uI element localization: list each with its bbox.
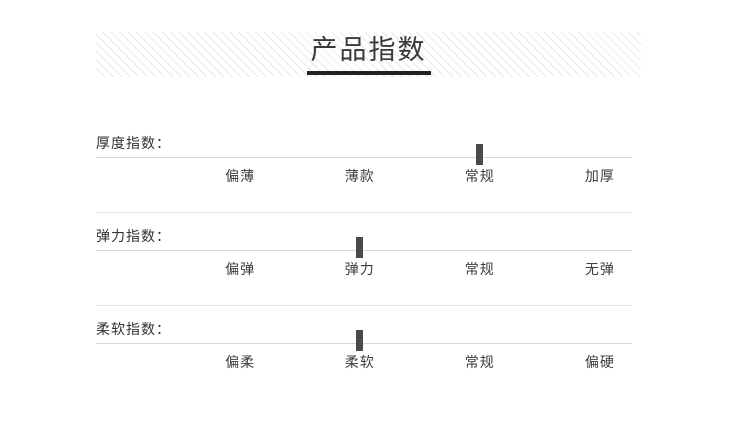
- scale-tick-label: 加厚: [584, 168, 615, 184]
- scale-ticks: 偏柔 柔软 常规 偏硬: [96, 351, 632, 375]
- title-banner: 产品指数: [96, 32, 641, 77]
- scale-tick-label: 常规: [464, 354, 495, 370]
- scale-track: [96, 343, 632, 344]
- scale-tick-label: 弹力: [344, 261, 375, 277]
- scale-tick-label: 偏柔: [225, 354, 256, 370]
- index-row-label: 厚度指数：: [96, 135, 171, 151]
- scale-marker[interactable]: [476, 144, 484, 165]
- scale-tick-label: 偏硬: [584, 354, 615, 370]
- scale-ticks: 偏弹 弹力 常规 无弹: [96, 258, 632, 282]
- index-row: 厚度指数： 偏薄 薄款 常规 加厚: [96, 120, 632, 212]
- scale-marker[interactable]: [356, 237, 364, 258]
- scale-tick-label: 无弹: [584, 261, 615, 277]
- scale-track: [96, 157, 632, 158]
- scale-tick-label: 常规: [464, 168, 495, 184]
- index-row: 弹力指数： 偏弹 弹力 常规 无弹: [96, 212, 632, 305]
- index-row-label: 弹力指数：: [96, 228, 171, 244]
- scale-tick-label: 常规: [464, 261, 495, 277]
- index-scale[interactable]: 偏薄 薄款 常规 加厚: [96, 144, 632, 199]
- scale-ticks: 偏薄 薄款 常规 加厚: [96, 165, 632, 189]
- index-row: 柔软指数： 偏柔 柔软 常规 偏硬: [96, 305, 632, 398]
- scale-tick-label: 柔软: [344, 354, 375, 370]
- scale-track: [96, 250, 632, 251]
- scale-tick-label: 偏弹: [225, 261, 256, 277]
- scale-tick-label: 偏薄: [225, 168, 256, 184]
- title-underline: [306, 71, 431, 75]
- title-wrap: 产品指数: [96, 32, 641, 77]
- page-title: 产品指数: [310, 35, 427, 65]
- product-index-list: 厚度指数： 偏薄 薄款 常规 加厚 弹力指数： 偏弹 弹力 常规 无弹: [96, 120, 632, 398]
- index-scale[interactable]: 偏弹 弹力 常规 无弹: [96, 237, 632, 292]
- index-row-label: 柔软指数：: [96, 321, 171, 337]
- index-scale[interactable]: 偏柔 柔软 常规 偏硬: [96, 330, 632, 385]
- scale-marker[interactable]: [356, 330, 364, 351]
- scale-tick-label: 薄款: [344, 168, 375, 184]
